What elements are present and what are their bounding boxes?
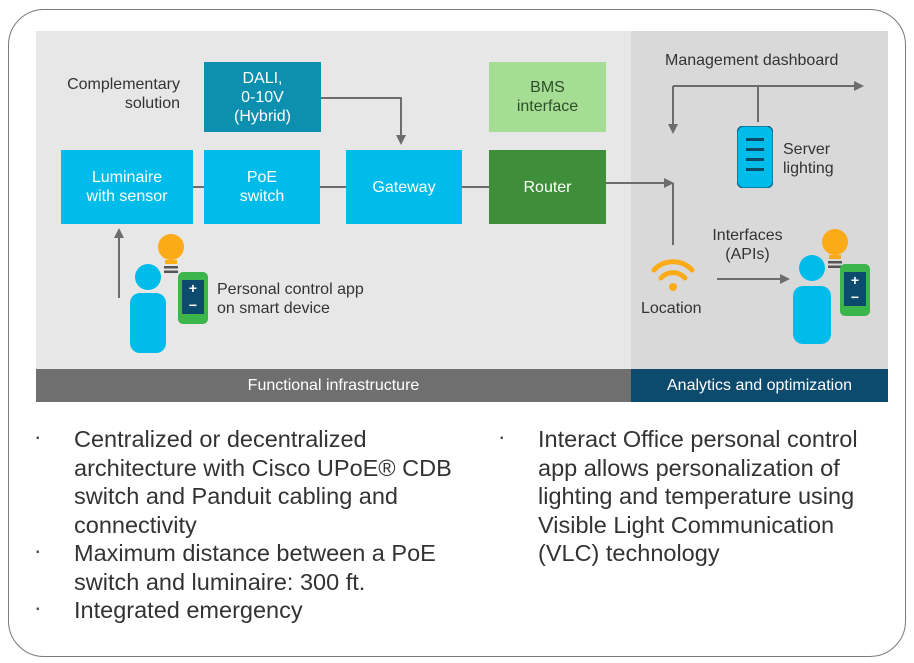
bullet-item: Integrated emergency <box>36 596 456 625</box>
plus-icon: + <box>188 280 198 296</box>
user-icon <box>793 255 831 344</box>
link-dali-gateway <box>321 97 406 145</box>
bullet-item: Maximum distance between a PoE switch an… <box>36 539 456 596</box>
phone-screen: + − <box>182 280 204 314</box>
minus-icon: − <box>850 289 860 305</box>
lightbulb-icon <box>158 234 184 273</box>
bms-interface-box: BMS interface <box>489 62 606 132</box>
bullet-list-right: Interact Office personal control app all… <box>500 425 890 568</box>
user-icon <box>130 264 166 353</box>
smart-device-icon: + − <box>840 264 870 316</box>
dali-box: DALI, 0-10V (Hybrid) <box>204 62 321 132</box>
wifi-icon <box>651 259 695 291</box>
gateway-box: Gateway <box>346 150 462 224</box>
interfaces-label: Interfaces (APIs) <box>712 227 783 263</box>
luminaire-box: Luminaire with sensor <box>61 150 193 224</box>
bullet-list-left: Centralized or decentralized architectur… <box>36 425 456 625</box>
analytics-optimization-band: Analytics and optimization <box>631 369 888 402</box>
minus-icon: − <box>188 297 198 313</box>
phone-screen: + − <box>844 272 866 306</box>
functional-infrastructure-band: Functional infrastructure <box>36 369 631 402</box>
management-dashboard-label: Management dashboard <box>665 52 839 69</box>
router-box: Router <box>489 150 606 224</box>
server-lighting-label: Server lighting <box>783 141 834 177</box>
poe-switch-box: PoE switch <box>204 150 320 224</box>
personal-app-label: Personal control app on smart device <box>217 281 364 317</box>
server-icon <box>737 126 773 188</box>
bullet-item: Interact Office personal control app all… <box>500 425 890 568</box>
complementary-solution-label: Complementary solution <box>67 76 180 112</box>
slide-frame <box>8 9 906 657</box>
lightbulb-icon <box>822 229 848 268</box>
plus-icon: + <box>850 272 860 288</box>
location-label: Location <box>641 300 702 317</box>
bullet-item: Centralized or decentralized architectur… <box>36 425 456 539</box>
smart-device-icon: + − <box>178 272 208 324</box>
